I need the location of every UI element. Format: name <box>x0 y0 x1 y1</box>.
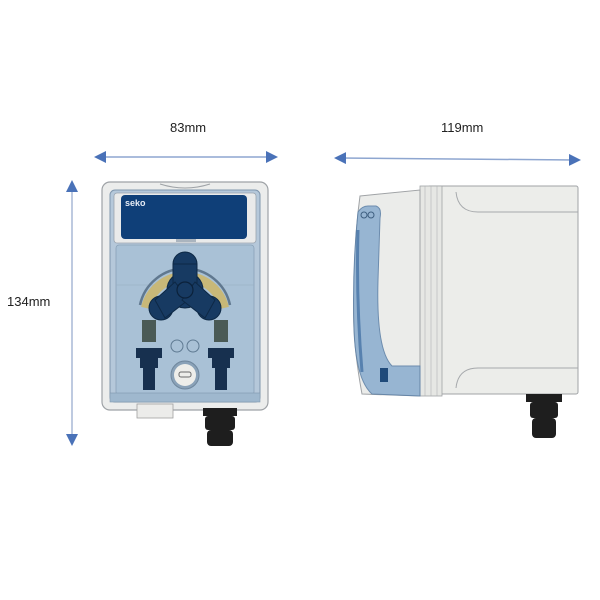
side-view <box>353 185 579 438</box>
display-panel <box>121 195 247 239</box>
depth-dimension-label: 119mm <box>441 120 484 135</box>
front-view: seko <box>101 181 269 446</box>
height-dimension-label: 134mm <box>7 294 51 309</box>
pump-rotor-icon <box>148 251 222 321</box>
side-cable-gland <box>526 394 562 438</box>
width-dimension-label: 83mm <box>170 120 207 135</box>
depth-dimension-arrow <box>334 152 581 166</box>
seko-logo: seko <box>125 198 146 208</box>
cable-gland <box>203 408 237 446</box>
